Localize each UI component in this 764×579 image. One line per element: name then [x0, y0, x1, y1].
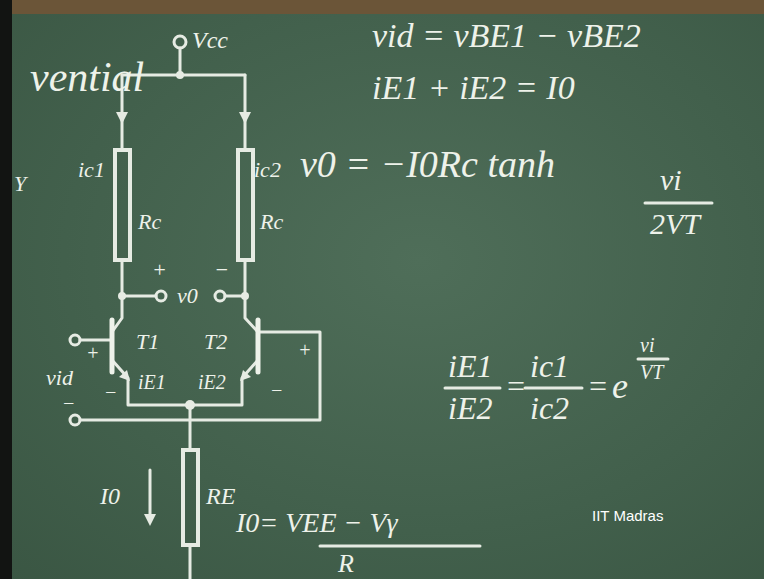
transistor-base-bar [112, 320, 258, 372]
equation: v0 = −I0Rc tanh [300, 145, 555, 185]
equation: e [612, 368, 628, 406]
current-label: ic2 [254, 158, 281, 181]
arrowheads-and-dots [241, 292, 249, 300]
resistor-label: Rc [260, 210, 283, 233]
polarity-sign: − [214, 258, 229, 281]
circuit-wires [122, 295, 156, 298]
arrowheads-and-dots [176, 71, 184, 79]
circuit-wires [320, 545, 480, 548]
equals-sign: = [505, 370, 527, 404]
output-label: v0 [177, 284, 198, 307]
circuit-wires [189, 405, 192, 450]
equation: vid = vBE1 − vBE2 [372, 18, 641, 54]
heading-fragment: vential [30, 55, 144, 99]
resistor-symbol [183, 450, 198, 545]
circuit-wires [189, 545, 192, 579]
exponent: vi [640, 335, 654, 356]
circuit-wires [80, 332, 320, 420]
polarity-sign: + [86, 343, 100, 364]
current-label: iE2 [198, 372, 226, 393]
arrowheads-and-dots [116, 71, 251, 526]
arrowheads-and-dots [116, 112, 128, 124]
current-label: I0 [100, 484, 120, 509]
circuit-wires [70, 415, 80, 425]
arrowheads-and-dots [119, 370, 130, 381]
polarity-sign: − [104, 382, 118, 403]
resistor-label: Rc [138, 210, 161, 233]
polarity-sign: + [298, 340, 312, 361]
fraction-denominator: ic2 [530, 392, 569, 426]
circuit-wires [179, 48, 182, 75]
fraction-denominator: iE2 [448, 392, 492, 426]
equals-sign: = [587, 370, 609, 404]
board-frame [0, 0, 764, 14]
fraction-numerator: ic1 [530, 350, 569, 384]
circuit-wires [112, 360, 190, 405]
circuit-wires [525, 387, 582, 390]
polarity-sign: − [62, 393, 76, 414]
circuit-wires [156, 291, 166, 301]
arrowheads-and-dots [118, 292, 126, 300]
circuit-wires [70, 335, 80, 345]
circuit-wires [80, 339, 112, 342]
circuit-wires [174, 36, 186, 48]
board-frame [0, 0, 12, 579]
watermark: IIT Madras [592, 508, 663, 524]
resistor-symbol [238, 150, 253, 260]
arrowheads-and-dots [185, 400, 195, 410]
polarity-sign: − [270, 380, 284, 401]
resistor-label: RE [206, 484, 235, 509]
equation: R [338, 550, 354, 577]
circuit-wires [149, 470, 152, 516]
margin-note: Y [14, 172, 26, 195]
input-label: vid [46, 366, 73, 389]
resistor-symbol [115, 150, 130, 260]
fraction-denominator: 2VT [650, 208, 700, 240]
circuit-wires [445, 387, 500, 390]
arrowheads-and-dots [240, 370, 251, 381]
arrowheads-and-dots [144, 514, 156, 526]
current-label: iE1 [138, 372, 166, 393]
circuit-wires [70, 36, 712, 579]
fraction-numerator: vi [660, 164, 682, 196]
transistor-base-bar [110, 320, 115, 372]
transistor-label: T2 [204, 330, 227, 353]
circuit-wires [190, 360, 258, 405]
transistor-label: T1 [136, 330, 159, 353]
equation: iE1 + iE2 = I0 [372, 70, 575, 106]
circuit-wires [645, 202, 712, 205]
current-label: ic1 [78, 158, 105, 181]
supply-label: Vcc [192, 28, 228, 53]
transistor-base-bar [256, 320, 261, 372]
arrowheads-and-dots [239, 112, 251, 124]
circuit-wires [638, 358, 668, 361]
fraction-numerator: iE1 [448, 350, 492, 384]
resistor-symbol [115, 150, 253, 545]
equation: I0= VEE − Vγ [236, 508, 398, 537]
exponent: VT [640, 362, 663, 383]
polarity-sign: + [152, 258, 167, 281]
